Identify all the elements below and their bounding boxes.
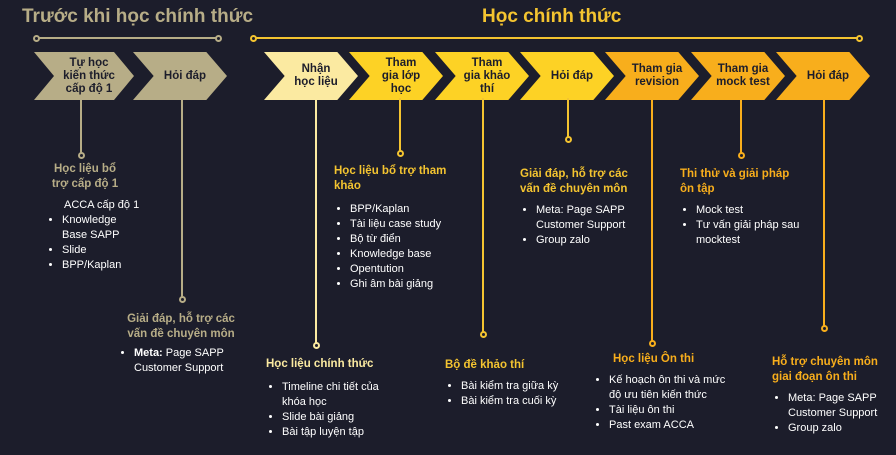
connector-dot-mock bbox=[738, 152, 745, 159]
block-exam-title: Bộ đề khảo thí bbox=[445, 359, 525, 371]
step-qa-before-label: Hỏi đáp bbox=[163, 69, 207, 82]
connector-dot-materials bbox=[313, 342, 320, 349]
connector-exam bbox=[482, 98, 484, 333]
heading-formal: Học chính thức bbox=[482, 6, 622, 27]
list-item: Slide bbox=[62, 243, 166, 258]
block-class-title: Học liệu bổ trợ tham khảo bbox=[334, 165, 447, 192]
step-join-exam-label: Tham gia khảo thí bbox=[463, 56, 511, 95]
list-item: Tư vấn giải pháp sau mocktest bbox=[696, 218, 806, 248]
step-mock-test: Tham gia mock test bbox=[691, 52, 785, 100]
heading-before-formal: Trước khi học chính thức bbox=[22, 6, 254, 27]
block-revision: Học liệu Ôn thi Kế hoạch ôn thi và mức đ… bbox=[593, 352, 733, 433]
list-item: Timeline chi tiết của khóa học bbox=[282, 380, 386, 410]
connector-dot-exam bbox=[480, 331, 487, 338]
block-materials-title: Học liệu chính thức bbox=[266, 358, 374, 370]
list-item: Knowledge base bbox=[350, 247, 454, 262]
block-exam: Bộ đề khảo thí Bài kiểm tra giữa kỳ Bài … bbox=[445, 358, 565, 409]
list-item: Tài liệu ôn thi bbox=[609, 403, 733, 418]
block-class: Học liệu bổ trợ tham khảo BPP/Kaplan Tài… bbox=[334, 164, 454, 292]
timeline-line-formal bbox=[253, 37, 859, 39]
meta-label: Meta: bbox=[134, 347, 163, 359]
timeline-dot-start-formal bbox=[250, 35, 257, 42]
list-item: Kế hoạch ôn thi và mức độ ưu tiên kiến t… bbox=[609, 373, 733, 403]
block-mock-title: Thi thử và giải pháp ôn tập bbox=[680, 168, 790, 195]
block-self-study: Học liệu bổ trợ cấp độ 1 ACCA cấp độ 1 K… bbox=[46, 162, 166, 273]
block-materials: Học liệu chính thức Timeline chi tiết củ… bbox=[266, 357, 386, 440]
step-join-exam: Tham gia khảo thí bbox=[435, 52, 529, 100]
step-join-class-label: Tham gia lớp học bbox=[381, 56, 421, 95]
step-receive-materials: Nhận học liệu bbox=[264, 52, 358, 100]
connector-qa-final bbox=[823, 98, 825, 327]
list-item: Meta: Page SAPP Customer Support bbox=[536, 203, 642, 233]
list-item: Meta: Page SAPP Customer Support bbox=[134, 346, 244, 376]
connector-dot-revision bbox=[649, 340, 656, 347]
connector-materials bbox=[315, 98, 317, 344]
step-mock-test-label: Tham gia mock test bbox=[716, 63, 770, 88]
block-self-study-subtitle: ACCA cấp độ 1 bbox=[64, 199, 140, 211]
step-qa-final-label: Hỏi đáp bbox=[806, 69, 850, 82]
block-qa-before: Giải đáp, hỗ trợ các vấn đề chuyên môn M… bbox=[118, 312, 244, 376]
block-mock: Thi thử và giải pháp ôn tập Mock test Tư… bbox=[680, 167, 806, 248]
list-item: Opentution bbox=[350, 262, 454, 277]
block-qa-formal-title: Giải đáp, hỗ trợ các vấn đề chuyên môn bbox=[520, 168, 628, 195]
connector-revision bbox=[651, 98, 653, 342]
list-item: Mock test bbox=[696, 203, 806, 218]
timeline-line-before bbox=[36, 37, 219, 39]
timeline-dot-end-before bbox=[215, 35, 222, 42]
list-item: Bài kiểm tra cuối kỳ bbox=[461, 394, 565, 409]
list-item: Bài tập luyện tập bbox=[282, 425, 386, 440]
step-self-study: Tự học kiến thức cấp độ 1 bbox=[34, 52, 134, 100]
list-item: Knowledge Base SAPP bbox=[62, 213, 142, 243]
connector-dot-self-study bbox=[78, 152, 85, 159]
step-revision: Tham gia revision bbox=[605, 52, 699, 100]
connector-dot-qa-final bbox=[821, 325, 828, 332]
block-qa-final-title: Hỗ trợ chuyên môn giai đoạn ôn thi bbox=[772, 356, 878, 383]
connector-dot-qa-formal bbox=[565, 136, 572, 143]
list-item: Bài kiểm tra giữa kỳ bbox=[461, 379, 565, 394]
list-item: BPP/Kaplan bbox=[350, 202, 454, 217]
step-join-class: Tham gia lớp học bbox=[349, 52, 443, 100]
connector-mock bbox=[740, 98, 742, 154]
connector-dot-class bbox=[397, 150, 404, 157]
connector-dot-qa-before bbox=[179, 296, 186, 303]
list-item: BPP/Kaplan bbox=[62, 258, 166, 273]
connector-qa-formal bbox=[567, 98, 569, 138]
connector-class bbox=[399, 98, 401, 152]
timeline-dot-start-before bbox=[33, 35, 40, 42]
list-item: Group zalo bbox=[536, 233, 642, 248]
list-item: Ghi âm bài giảng bbox=[350, 277, 454, 292]
list-item: Tài liệu case study bbox=[350, 217, 454, 232]
step-revision-label: Tham gia revision bbox=[631, 63, 683, 88]
block-self-study-title: Học liệu bổ trợ cấp độ 1 bbox=[51, 163, 119, 190]
block-revision-title: Học liệu Ôn thi bbox=[613, 353, 695, 365]
block-qa-final: Hỗ trợ chuyên môn giai đoạn ôn thi Meta:… bbox=[772, 355, 894, 436]
meta-value: Page SAPP Customer Support bbox=[134, 347, 224, 374]
block-qa-formal: Giải đáp, hỗ trợ các vấn đề chuyên môn M… bbox=[520, 167, 642, 248]
list-item: Bộ từ điển bbox=[350, 232, 454, 247]
timeline-dot-end-formal bbox=[856, 35, 863, 42]
list-item: Group zalo bbox=[788, 421, 894, 436]
step-qa-final: Hỏi đáp bbox=[776, 52, 870, 100]
step-qa-formal: Hỏi đáp bbox=[520, 52, 614, 100]
step-qa-formal-label: Hỏi đáp bbox=[550, 69, 594, 82]
list-item: Meta: Page SAPP Customer Support bbox=[788, 391, 894, 421]
step-qa-before: Hỏi đáp bbox=[133, 52, 227, 100]
step-receive-materials-label: Nhận học liệu bbox=[294, 63, 338, 88]
connector-qa-before bbox=[181, 98, 183, 298]
step-self-study-label: Tự học kiến thức cấp độ 1 bbox=[63, 56, 115, 95]
block-qa-before-title: Giải đáp, hỗ trợ các vấn đề chuyên môn bbox=[127, 313, 235, 340]
list-item: Slide bài giảng bbox=[282, 410, 386, 425]
list-item: Past exam ACCA bbox=[609, 418, 733, 433]
connector-self-study bbox=[80, 98, 82, 154]
